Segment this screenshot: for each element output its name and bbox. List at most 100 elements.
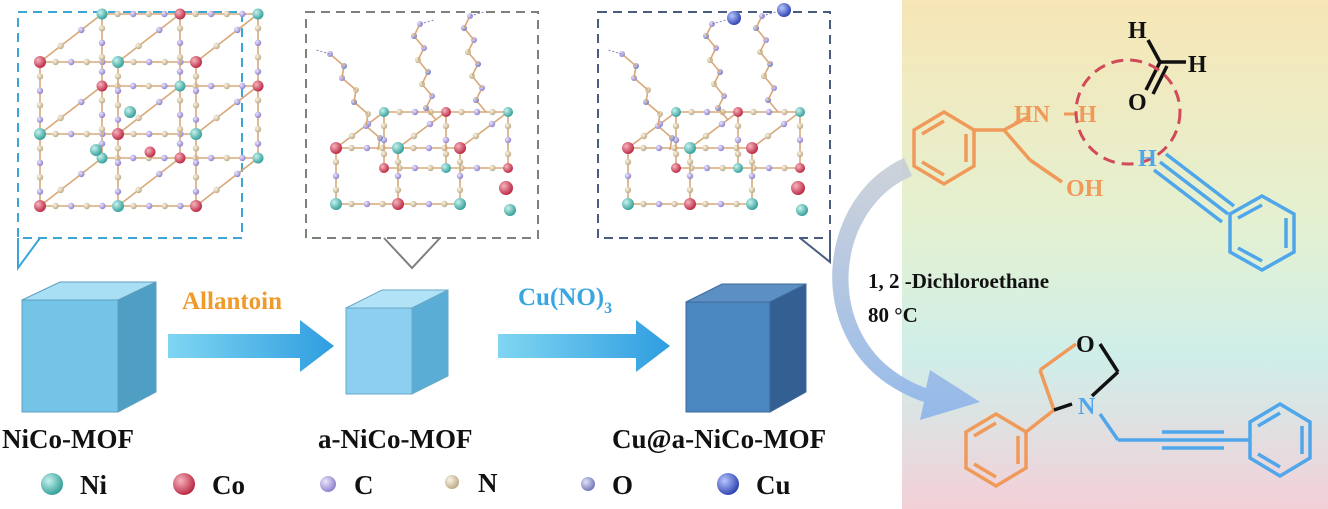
- n-atom: [672, 122, 680, 130]
- ni-atom: [441, 163, 451, 173]
- n-atom: [394, 158, 402, 166]
- formaldehyde-o: O: [1128, 90, 1147, 116]
- ni-atom: [746, 198, 758, 210]
- c-atom: [156, 170, 163, 178]
- c-atom: [254, 111, 262, 119]
- lattice-bond: [397, 111, 447, 149]
- legend-n-swatch: [445, 475, 459, 489]
- c-atom: [718, 120, 726, 128]
- n-atom: [176, 25, 184, 32]
- legend-c-swatch: [320, 476, 336, 492]
- co-atom: [795, 163, 805, 173]
- n-atom: [36, 73, 44, 80]
- lattice-bond: [117, 13, 181, 63]
- n-atom: [781, 164, 788, 172]
- n-atom: [748, 158, 756, 166]
- c-atom: [703, 108, 711, 116]
- co-atom: [34, 200, 46, 212]
- n-atom: [213, 42, 220, 50]
- n-atom: [52, 58, 59, 66]
- phenylglycinol-molecule: [912, 109, 1063, 187]
- c-atom: [36, 159, 44, 166]
- n-atom: [489, 108, 496, 116]
- n-atom: [640, 132, 648, 140]
- c-atom: [426, 120, 434, 128]
- ni-atom: [503, 107, 513, 117]
- c-atom: [208, 82, 215, 90]
- lattice-bond: [117, 85, 181, 135]
- n-atom: [442, 122, 450, 130]
- n-atom: [688, 108, 695, 116]
- lattice-bond: [353, 101, 369, 115]
- cu-a-nico-mof-callout-tail: [799, 237, 831, 265]
- c-atom: [98, 111, 106, 119]
- lattice-bond: [621, 53, 637, 67]
- n-atom: [192, 174, 200, 181]
- c-atom: [36, 87, 44, 95]
- c-atom: [624, 172, 632, 180]
- n-atom: [161, 58, 168, 66]
- c-atom: [504, 136, 512, 144]
- a-nico-mof-label: a-NiCo-MOF: [318, 424, 472, 454]
- ni-atom: [96, 8, 108, 20]
- nico-mof-lattice: [34, 8, 264, 212]
- c-atom: [208, 10, 215, 18]
- co-atom: [671, 163, 681, 173]
- c-atom: [425, 200, 433, 208]
- n-atom: [427, 164, 434, 172]
- n-atom: [624, 186, 632, 194]
- c-atom: [146, 130, 153, 138]
- legend-co-label: Co: [212, 470, 245, 500]
- c-atom: [98, 68, 106, 75]
- ni-atom: [796, 204, 808, 216]
- c-atom: [254, 68, 262, 75]
- co-atom: [791, 181, 805, 195]
- atom-legend: Ni Co C N O Cu: [41, 468, 791, 500]
- n-atom: [396, 108, 403, 116]
- ni-atom: [190, 128, 202, 140]
- lattice-bond: [751, 111, 801, 149]
- n-atom: [192, 102, 200, 109]
- copper-step-arrow: [498, 320, 670, 372]
- n-atom: [702, 200, 709, 208]
- n-atom: [458, 108, 465, 116]
- co-atom: [503, 163, 513, 173]
- cu-atom: [777, 3, 791, 17]
- c-atom: [156, 26, 163, 34]
- ni-atom: [34, 128, 46, 140]
- co-atom: [174, 8, 186, 20]
- c-atom: [68, 58, 75, 66]
- ni-atom: [90, 144, 102, 156]
- n-atom: [686, 158, 694, 166]
- c-atom: [68, 202, 75, 210]
- n-atom: [161, 202, 168, 210]
- c-atom: [703, 164, 711, 172]
- lattice-bond: [335, 111, 385, 149]
- c-atom: [411, 108, 419, 116]
- allantoin-label: Allantoin: [182, 288, 282, 315]
- n-atom: [702, 132, 710, 140]
- nico-mof-cube: [21, 281, 157, 413]
- co-atom: [499, 181, 513, 195]
- c-atom: [177, 202, 184, 210]
- n-atom: [504, 122, 512, 130]
- n-atom: [332, 186, 340, 194]
- co-atom: [379, 163, 389, 173]
- c-atom: [192, 159, 200, 166]
- lattice-bond: [645, 101, 661, 115]
- n-atom: [130, 130, 137, 138]
- lattice-bond: [419, 19, 435, 25]
- n-atom: [410, 200, 417, 208]
- c-atom: [780, 120, 788, 128]
- c-atom: [192, 188, 200, 195]
- legend-o-label: O: [612, 470, 633, 500]
- c-atom: [208, 154, 215, 162]
- n-atom: [456, 186, 464, 194]
- co-atom: [112, 128, 124, 140]
- n-atom: [781, 108, 788, 116]
- n-atom: [135, 42, 142, 50]
- ni-atom: [795, 107, 805, 117]
- cu-a-nico-mof-lattice: [607, 3, 808, 216]
- n-atom: [52, 202, 59, 210]
- ni-atom: [454, 198, 466, 210]
